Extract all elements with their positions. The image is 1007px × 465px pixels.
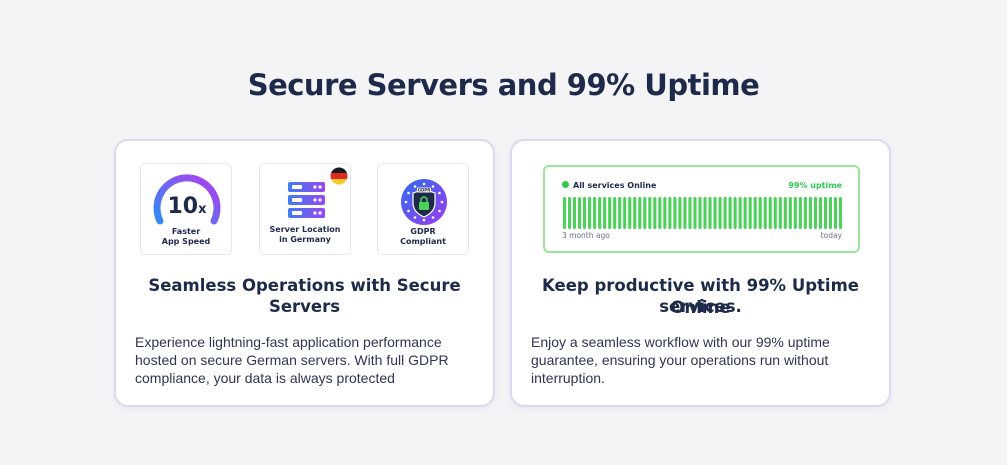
uptime-bars [562, 197, 843, 229]
right-card-heading-line2: services. [659, 297, 742, 316]
uptime-bar [753, 197, 757, 229]
uptime-bar [643, 197, 647, 229]
uptime-bar [593, 197, 597, 229]
left-card-text-line1: Experience lightning-fast application pe… [135, 334, 442, 350]
uptime-bar [663, 197, 667, 229]
uptime-bar [668, 197, 672, 229]
uptime-bar [633, 197, 637, 229]
uptime-bar [678, 197, 682, 229]
right-card-text-line1: Enjoy a seamless workflow with our 99% u… [531, 334, 830, 350]
online-dot-icon [562, 181, 569, 188]
uptime-bar [768, 197, 772, 229]
uptime-bar [613, 197, 617, 229]
germany-flag-icon [330, 167, 348, 185]
uptime-bar [693, 197, 697, 229]
uptime-bar [578, 197, 582, 229]
gdpr-shield-icon: GDPR [401, 179, 447, 225]
uptime-bar [803, 197, 807, 229]
right-card-text-line3: interruption. [531, 370, 605, 386]
uptime-bar [603, 197, 607, 229]
uptime-bar [688, 197, 692, 229]
speed-label-line1: Faster [171, 227, 201, 236]
left-card-heading-line1: Seamless Operations with Secure [148, 276, 461, 295]
uptime-bar [673, 197, 677, 229]
uptime-bar [608, 197, 612, 229]
uptime-bar [788, 197, 792, 229]
gdpr-label-line2: Compliant [400, 237, 446, 246]
status-label: All services Online [562, 181, 656, 190]
uptime-bar [838, 197, 843, 229]
left-card-text-line2: hosted on secure German servers. With fu… [135, 352, 449, 368]
uptime-bar [743, 197, 747, 229]
uptime-percentage: 99% uptime [788, 181, 842, 190]
uptime-bar [763, 197, 767, 229]
uptime-bar [758, 197, 762, 229]
secure-servers-card: 10x Faster App Speed [114, 139, 495, 407]
uptime-bar [567, 197, 572, 229]
uptime-bar [653, 197, 657, 229]
uptime-bar [823, 197, 827, 229]
uptime-bar [793, 197, 797, 229]
gdpr-label-line1: GDPR [410, 227, 436, 236]
speed-multiplier: 10x [167, 194, 207, 219]
uptime-bar [778, 197, 782, 229]
uptime-bar [738, 197, 742, 229]
timeline-end-label: today [820, 231, 842, 240]
uptime-bar [773, 197, 777, 229]
uptime-bar [833, 197, 838, 229]
server-location-tile: Server Location in Germany [259, 163, 351, 255]
uptime-card: All services Online 99% uptime 3 month a… [510, 139, 891, 407]
location-label-line1: Server Location [269, 225, 341, 234]
section-title: Secure Servers and 99% Uptime [247, 68, 760, 102]
uptime-bar [658, 197, 662, 229]
gdpr-tile: GDPR GDPR Compliant [377, 163, 469, 255]
uptime-bar [748, 197, 752, 229]
left-card-text-line3: compliance, your data is always protecte… [135, 370, 395, 386]
uptime-bar [588, 197, 592, 229]
right-card-heading-line1: Keep productive with 99% Uptime Online [542, 276, 859, 317]
speed-label-line2: App Speed [161, 237, 211, 246]
uptime-bar [708, 197, 712, 229]
uptime-bar [718, 197, 722, 229]
timeline-start-label: 3 month ago [562, 231, 610, 240]
uptime-bar [698, 197, 702, 229]
uptime-bar [798, 197, 802, 229]
location-label-line2: in Germany [279, 235, 331, 244]
uptime-status-widget: All services Online 99% uptime 3 month a… [543, 165, 860, 253]
uptime-bar [562, 197, 567, 229]
uptime-bar [648, 197, 652, 229]
uptime-bar [713, 197, 717, 229]
server-stack-icon [288, 182, 325, 218]
uptime-bar [783, 197, 787, 229]
left-card-heading-line2: Servers [268, 297, 341, 316]
uptime-bar [728, 197, 732, 229]
uptime-bar [813, 197, 817, 229]
svg-text:GDPR: GDPR [418, 188, 431, 193]
uptime-bar [618, 197, 622, 229]
uptime-bar [703, 197, 707, 229]
uptime-bar [723, 197, 727, 229]
uptime-bar [583, 197, 587, 229]
uptime-bar [572, 197, 577, 229]
uptime-bar [683, 197, 687, 229]
uptime-bar [818, 197, 822, 229]
faster-speed-tile: 10x Faster App Speed [140, 163, 232, 255]
uptime-bar [733, 197, 737, 229]
uptime-bar [638, 197, 642, 229]
speed-gauge-icon [153, 174, 221, 225]
right-card-text-line2: guarantee, ensuring your operations run … [531, 352, 829, 368]
uptime-bar [808, 197, 812, 229]
uptime-bar [623, 197, 627, 229]
uptime-bar [628, 197, 632, 229]
uptime-bar [598, 197, 602, 229]
uptime-bar [828, 197, 833, 229]
